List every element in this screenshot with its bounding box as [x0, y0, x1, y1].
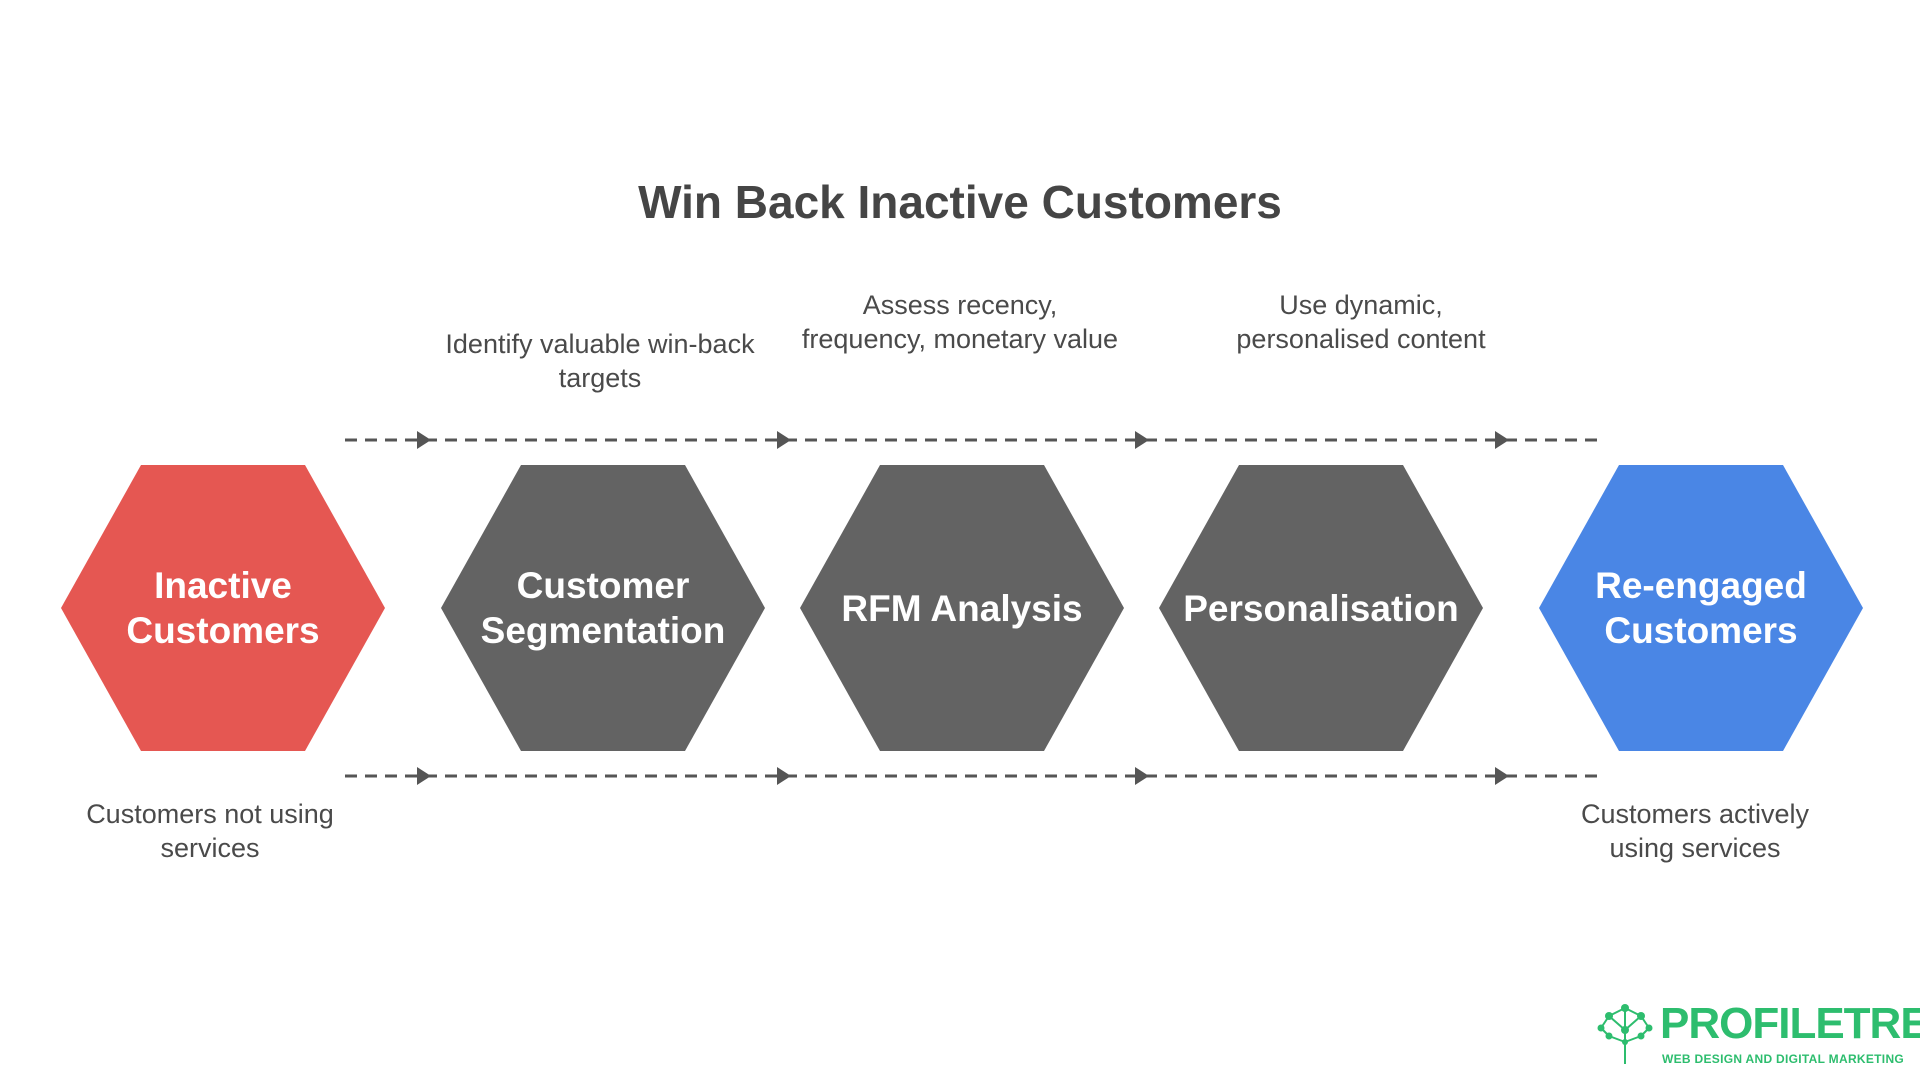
note-customer-segmentation: Identify valuable win-back targets — [445, 329, 755, 393]
top-flow-line — [345, 431, 1605, 449]
note-rfm-analysis: Assess recency, frequency, monetary valu… — [801, 290, 1119, 354]
stage-hexagon-rfm-analysis — [800, 465, 1124, 751]
stage-label-customer-segmentation: Customer Segmentation — [480, 565, 726, 651]
diagram-title: Win Back Inactive Customers — [638, 176, 1282, 228]
arrow-head-icon — [777, 431, 791, 449]
arrow-head-icon — [1135, 431, 1149, 449]
tree-icon — [1597, 1004, 1653, 1064]
arrow-head-icon — [417, 431, 431, 449]
brand-name: PROFILETREE — [1660, 999, 1920, 1048]
note-re-engaged-customers: Customers actively using services — [1580, 799, 1810, 863]
arrow-head-icon — [1495, 431, 1509, 449]
arrow-head-icon — [777, 767, 791, 785]
stage-hexagon-inactive-customers — [61, 465, 385, 751]
stage-hexagon-re-engaged-customers — [1539, 465, 1863, 751]
brand-tagline: WEB DESIGN AND DIGITAL MARKETING — [1662, 1052, 1905, 1066]
stage-label-inactive-customers: Inactive Customers — [126, 565, 320, 651]
arrow-head-icon — [1495, 767, 1509, 785]
stage-hexagon-customer-segmentation — [441, 465, 765, 751]
stage-label-re-engaged-customers: Re-engaged Customers — [1595, 565, 1807, 651]
stage-hexagon-personalisation — [1159, 465, 1483, 751]
note-inactive-customers: Customers not using services — [86, 799, 334, 863]
arrow-head-icon — [417, 767, 431, 785]
bottom-flow-line — [345, 767, 1605, 785]
brand-logo: PROFILETREE WEB DESIGN AND DIGITAL MARKE… — [1595, 1000, 1920, 1070]
stage-label-rfm-analysis: RFM Analysis — [841, 587, 1083, 629]
note-personalisation: Use dynamic, personalised content — [1236, 290, 1486, 354]
arrow-head-icon — [1135, 767, 1149, 785]
stage-label-personalisation: Personalisation — [1183, 587, 1459, 629]
